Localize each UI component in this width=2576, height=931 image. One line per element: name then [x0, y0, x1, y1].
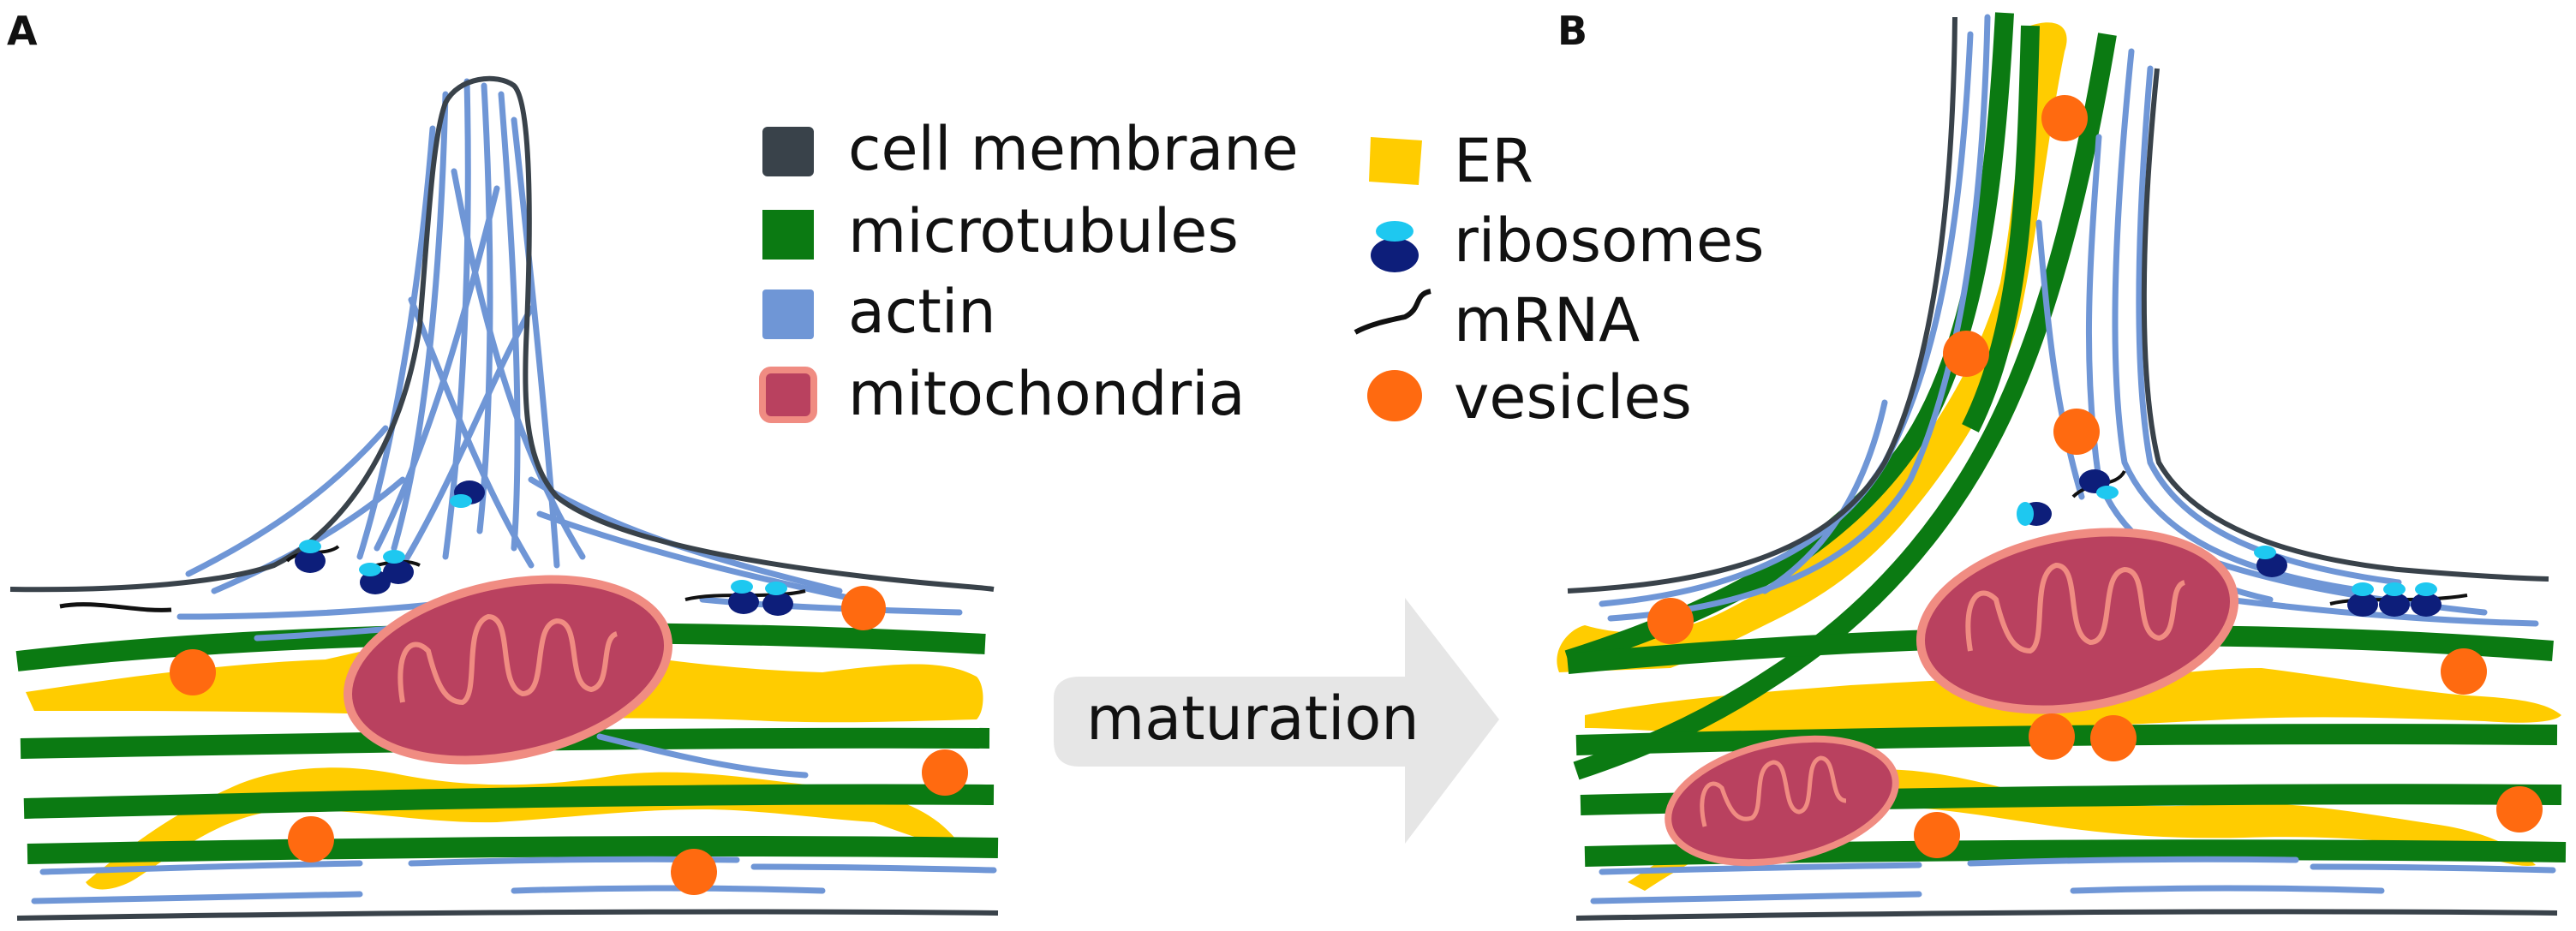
panel-b-vesicles	[1647, 95, 2543, 858]
legend-label-cell-membrane: cell membrane	[848, 114, 1299, 184]
legend-label-ribosomes: ribosomes	[1454, 206, 1765, 276]
panel-b-cell-membrane-right	[2141, 68, 2549, 582]
panel-a-mrna	[59, 602, 172, 612]
panel-b: B	[1557, 8, 2567, 921]
legend-item-microtubules: microtubules	[762, 196, 1239, 266]
mrna-icon	[1354, 289, 1431, 335]
microtubules-swatch	[762, 210, 814, 260]
panel-b-cell-membrane-left	[1567, 16, 1957, 594]
legend-item-mrna: mRNA	[1354, 285, 1640, 355]
panel-b-label: B	[1557, 8, 1587, 54]
actin-swatch	[762, 289, 814, 339]
panel-a-ribosomes	[285, 480, 806, 616]
er-swatch	[1369, 137, 1422, 185]
ribosome-icon	[1371, 221, 1419, 272]
panel-b-cell-membrane-bottom	[1575, 909, 2558, 921]
panel-b-ribosomes	[2017, 469, 2468, 617]
legend-item-er: ER	[1369, 126, 1533, 196]
legend-label-actin: actin	[848, 277, 996, 347]
panel-b-mitochondrion-small	[1665, 735, 1899, 867]
panel-a-label: A	[7, 8, 38, 54]
legend-item-ribosomes: ribosomes	[1371, 206, 1765, 276]
panel-a: A	[7, 8, 999, 921]
mitochondria-swatch	[759, 367, 817, 423]
panel-a-vesicles	[170, 586, 968, 895]
legend-item-vesicles: vesicles	[1367, 362, 1692, 433]
legend-label-mrna: mRNA	[1454, 285, 1640, 355]
panel-a-actin	[31, 78, 997, 904]
legend-label-vesicles: vesicles	[1454, 362, 1692, 433]
legend-item-actin: actin	[762, 277, 996, 347]
arrow-shape	[1054, 598, 1499, 844]
legend-item-mitochondria: mitochondria	[759, 359, 1246, 429]
cell-membrane-swatch	[762, 127, 814, 176]
panel-a-mitochondrion	[343, 575, 673, 765]
arrow-label: maturation	[1086, 683, 1419, 754]
legend-label-microtubules: microtubules	[848, 196, 1239, 266]
legend-label-mitochondria: mitochondria	[848, 359, 1246, 429]
vesicle-icon	[1367, 370, 1422, 421]
maturation-arrow: maturation	[1054, 598, 1499, 844]
legend: cell membrane microtubules actin mitocho…	[759, 114, 1765, 433]
panel-b-mitochondrion-large	[1916, 528, 2239, 714]
panel-b-er	[1557, 22, 2561, 891]
panel-a-cell-membrane-bottom	[16, 909, 999, 921]
legend-item-cell-membrane: cell membrane	[762, 114, 1299, 184]
legend-label-er: ER	[1454, 126, 1533, 196]
